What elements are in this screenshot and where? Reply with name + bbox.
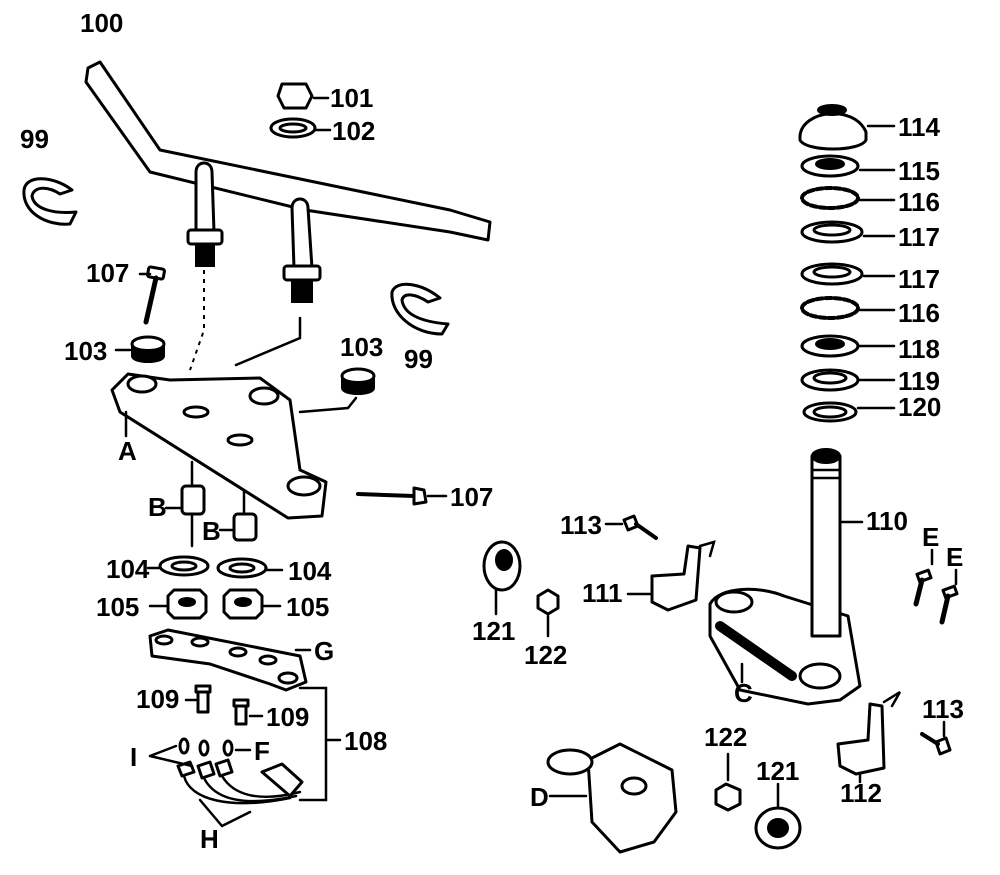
nut-part-122-lower (714, 782, 742, 812)
label-E-right: E (946, 542, 963, 572)
label-112: 112 (840, 778, 882, 808)
label-D: D (530, 782, 549, 812)
bushing-part-103-right (340, 367, 376, 395)
cap-part-114 (798, 104, 868, 151)
clamp-part-D (546, 742, 678, 854)
stem-tube-part-110 (810, 448, 842, 638)
clip-part-99-left (22, 177, 78, 226)
label-113-lower: 113 (922, 694, 964, 724)
label-104-right: 104 (288, 556, 332, 586)
bearing-part-116-upper (800, 186, 860, 210)
wiring-harness-part-108 (176, 737, 304, 805)
label-118: 118 (898, 334, 940, 364)
screw-part-109-left (194, 684, 212, 714)
label-102: 102 (332, 116, 375, 146)
label-H: H (200, 824, 219, 854)
label-101: 101 (330, 83, 373, 113)
label-B-left: B (148, 492, 167, 522)
label-G: G (314, 636, 334, 666)
washer-part-120 (802, 401, 858, 423)
bolt-part-107-upper (143, 265, 166, 325)
label-110: 110 (866, 506, 908, 536)
race-part-117-lower (800, 262, 864, 286)
bushing-part-103-left (130, 335, 166, 363)
nut-part-122-upper (536, 588, 560, 616)
race-part-115 (800, 154, 860, 178)
label-C: C (734, 678, 753, 708)
label-116-lower: 116 (898, 298, 940, 328)
seal-part-119 (800, 368, 860, 392)
label-121-upper: 121 (472, 616, 515, 646)
label-111: 111 (582, 578, 623, 608)
label-109-right: 109 (266, 702, 309, 732)
label-122-lower: 122 (704, 722, 747, 752)
plate-part-G (148, 628, 308, 692)
washer-part-104-right (216, 557, 268, 579)
label-105-left: 105 (96, 592, 139, 622)
part-labels: 100 101 102 99 99 107 107 103 103 A B B … (20, 8, 964, 854)
rubber-part-121-lower (754, 806, 802, 850)
clip-part-99-right (390, 282, 450, 336)
label-109-left: 109 (136, 684, 179, 714)
sleeve-part-B-left (180, 484, 206, 516)
bolt-part-E-right (939, 584, 959, 625)
washer-part-102 (269, 117, 317, 139)
label-107-upper: 107 (86, 258, 129, 288)
label-114: 114 (898, 112, 940, 142)
bracket-part-112 (836, 690, 902, 776)
label-99-right: 99 (404, 344, 433, 374)
label-104-left: 104 (106, 554, 150, 584)
screw-part-109-right (232, 698, 250, 726)
label-A: A (118, 436, 137, 466)
label-107-lower: 107 (450, 482, 493, 512)
cap-nut-part-101 (276, 82, 314, 110)
bearing-part-116-lower (800, 296, 860, 320)
label-F: F (254, 736, 270, 766)
bolt-part-113-upper (622, 514, 658, 540)
nut-part-105-right (222, 588, 264, 620)
handlebar-part-100 (84, 60, 492, 303)
label-105-right: 105 (286, 592, 329, 622)
label-117-lower: 117 (898, 264, 940, 294)
nut-part-105-left (166, 588, 208, 620)
top-bridge-part-A (110, 372, 328, 520)
label-100: 100 (80, 8, 123, 38)
label-99-left: 99 (20, 124, 49, 154)
label-103-right: 103 (340, 332, 383, 362)
label-121-lower: 121 (756, 756, 799, 786)
label-120: 120 (898, 392, 941, 422)
bracket-part-111 (650, 540, 716, 612)
race-part-117-upper (800, 220, 864, 244)
label-117-upper: 117 (898, 222, 940, 252)
rubber-part-121-upper (482, 540, 522, 592)
bolt-part-E-left (913, 568, 933, 607)
label-E-left: E (922, 522, 939, 552)
label-108: 108 (344, 726, 387, 756)
sleeve-part-B-right (232, 512, 258, 542)
label-116-upper: 116 (898, 187, 940, 217)
label-122-upper: 122 (524, 640, 567, 670)
label-I: I (130, 742, 137, 772)
label-103-left: 103 (64, 336, 107, 366)
label-119: 119 (898, 366, 940, 396)
label-B-right: B (202, 516, 221, 546)
label-113-upper: 113 (560, 510, 602, 540)
cone-part-118 (800, 334, 860, 358)
bolt-part-113-lower (920, 732, 952, 756)
label-115: 115 (898, 156, 940, 186)
washer-part-104-left (158, 555, 210, 577)
bolt-part-107-lower (356, 486, 428, 506)
